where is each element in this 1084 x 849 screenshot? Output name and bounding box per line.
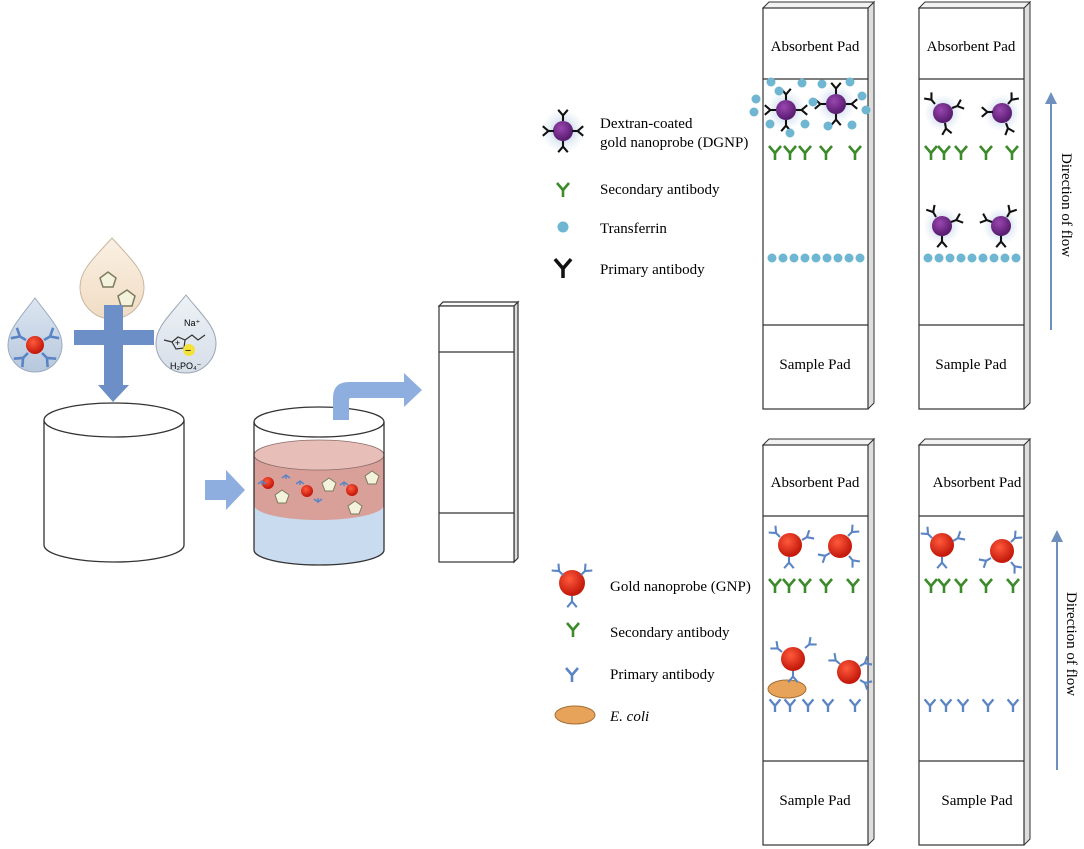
transfer-arrow bbox=[333, 373, 422, 420]
ionic-liquid-droplet: Na⁺ + − H₂PO₄⁻ bbox=[155, 294, 217, 374]
absorbent-pad-label: Absorbent Pad bbox=[771, 475, 860, 491]
absorbent-pad-label: Absorbent Pad bbox=[927, 39, 1016, 55]
bottom-legend: Gold nanoprobe (GNP) Secondary antibody … bbox=[550, 562, 751, 725]
top-legend: Dextran-coated gold nanoprobe (DGNP) Sec… bbox=[541, 108, 748, 280]
dgnp-icon bbox=[541, 108, 585, 154]
primary-antibody-blue-icon bbox=[564, 666, 580, 684]
process-arrow bbox=[205, 470, 245, 510]
primary-legend-bottom: Primary antibody bbox=[610, 667, 715, 683]
ecoli-legend: E. coli bbox=[609, 709, 649, 725]
transferrin-icon bbox=[557, 221, 569, 233]
sample-pad-label: Sample Pad bbox=[779, 793, 851, 809]
anion-sign: − bbox=[185, 345, 191, 357]
flow-label-bottom: Direction of flow bbox=[1063, 592, 1079, 696]
gnp-icon bbox=[550, 562, 594, 609]
merge-plus bbox=[74, 305, 154, 402]
blank-strip bbox=[437, 300, 520, 564]
absorbent-pad-label: Absorbent Pad bbox=[933, 475, 1022, 491]
flow-label-top: Direction of flow bbox=[1058, 153, 1074, 257]
flow-arrow-top: Direction of flow bbox=[1045, 92, 1074, 330]
sample-pad-label: Sample Pad bbox=[935, 357, 1007, 373]
secondary-legend-bottom: Secondary antibody bbox=[610, 625, 730, 641]
primary-legend-top: Primary antibody bbox=[600, 262, 705, 278]
top-strip-control: Absorbent Pad Sample Pad bbox=[749, 0, 876, 410]
top-strip-sample: Absorbent Pad Sample Pad bbox=[917, 0, 1032, 410]
two-phase-beaker bbox=[253, 406, 385, 566]
cation-sign: + bbox=[175, 338, 180, 348]
transferrin-legend: Transferrin bbox=[600, 221, 667, 237]
sample-pad-label: Sample Pad bbox=[941, 793, 1013, 809]
bottom-strip-positive: Absorbent Pad Sample Pad bbox=[761, 437, 876, 846]
flow-arrow-bottom: Direction of flow bbox=[1051, 530, 1079, 770]
dgnp-legend-line2: gold nanoprobe (DGNP) bbox=[600, 135, 748, 151]
gnp-legend: Gold nanoprobe (GNP) bbox=[610, 579, 751, 595]
bottom-strip-negative: Absorbent Pad Sample Pad bbox=[917, 437, 1032, 846]
phosphate-label: H₂PO₄⁻ bbox=[170, 361, 202, 371]
dgnp-legend-line1: Dextran-coated bbox=[600, 116, 693, 132]
sodium-label: Na⁺ bbox=[184, 318, 201, 328]
empty-beaker bbox=[43, 402, 185, 563]
secondary-legend-top: Secondary antibody bbox=[600, 182, 720, 198]
absorbent-pad-label: Absorbent Pad bbox=[771, 39, 860, 55]
primary-antibody-black-icon bbox=[553, 257, 573, 280]
secondary-antibody-icon bbox=[555, 181, 571, 199]
ecoli-icon bbox=[554, 705, 596, 725]
secondary-antibody-icon-bottom bbox=[565, 621, 581, 639]
gnp-droplet bbox=[7, 297, 63, 373]
sample-pad-label: Sample Pad bbox=[779, 357, 851, 373]
